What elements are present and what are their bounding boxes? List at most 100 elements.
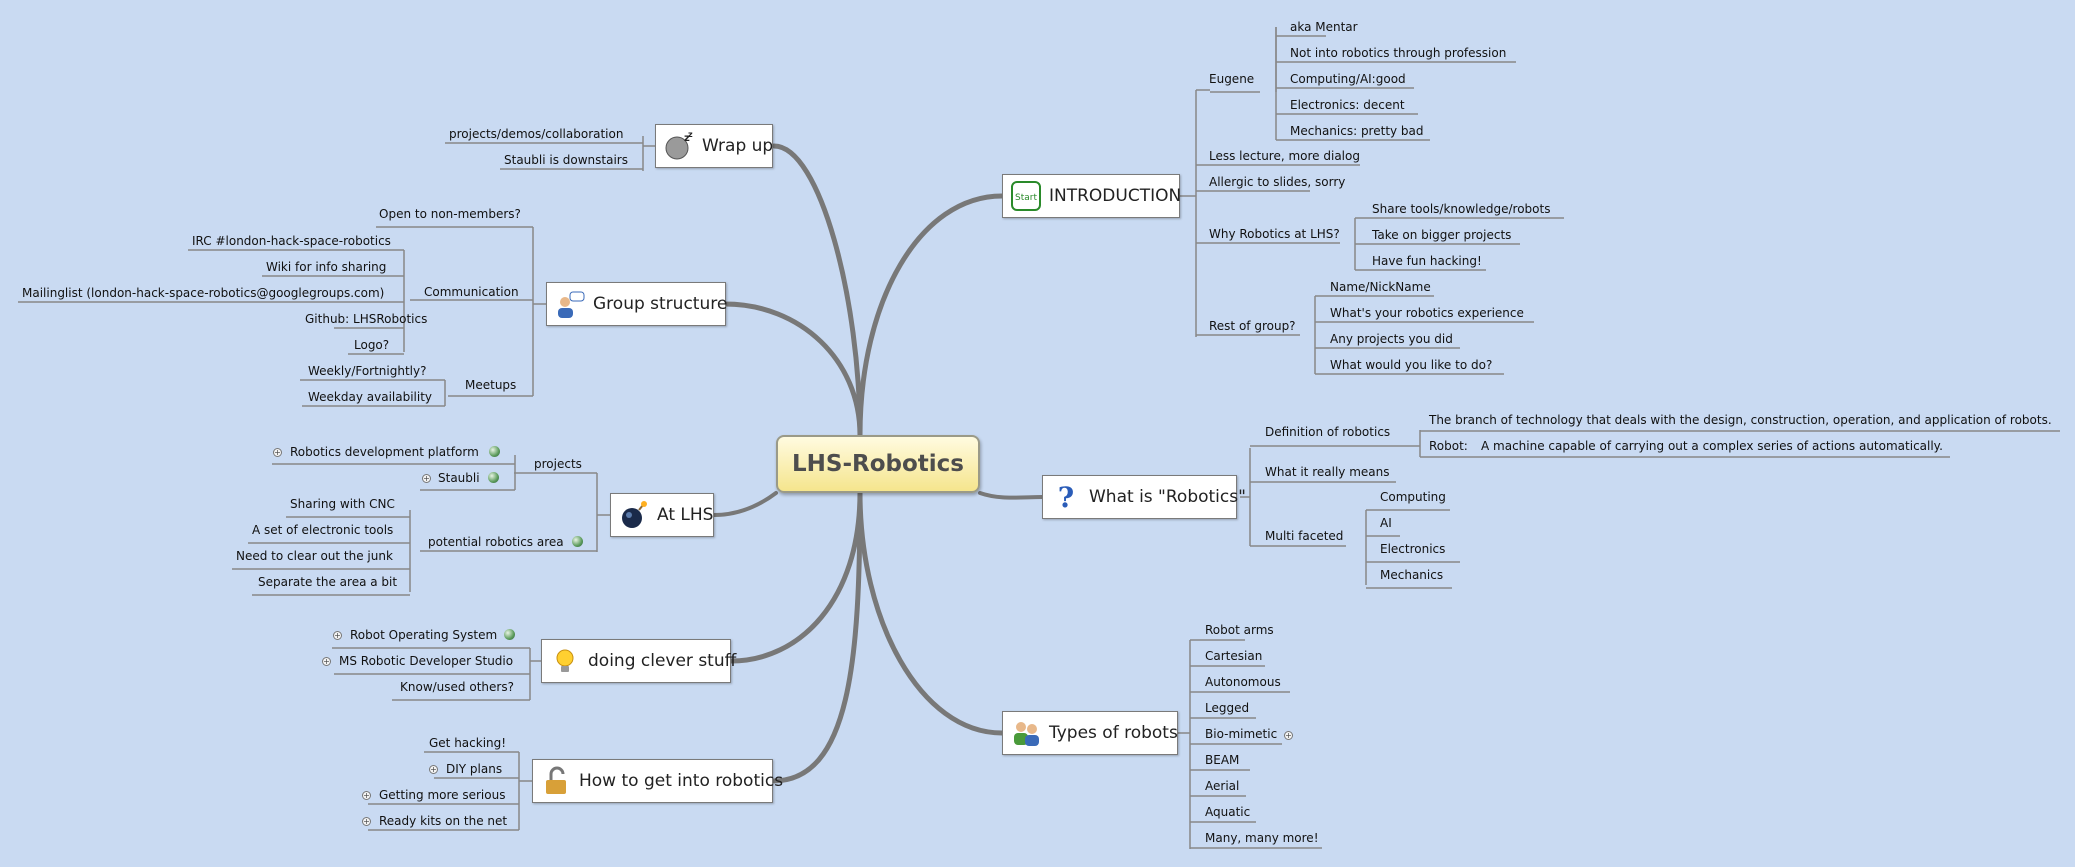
rest-item[interactable]: What's your robotics experience xyxy=(1330,306,1524,320)
potential-item[interactable]: A set of electronic tools xyxy=(252,523,394,537)
expand-icon[interactable]: + xyxy=(322,657,331,666)
rest-item[interactable]: What would you like to do? xyxy=(1330,358,1493,372)
definition-label[interactable]: Definition of robotics xyxy=(1265,425,1391,439)
topic-at-lhs[interactable]: At LHS xyxy=(610,493,714,537)
multi-item[interactable]: AI xyxy=(1380,516,1392,530)
topic-introduction-label: INTRODUCTION xyxy=(1049,186,1182,206)
wrapup-item[interactable]: Staubli is downstairs xyxy=(504,153,628,167)
topic-group-structure-label: Group structure xyxy=(593,294,728,314)
topic-types-of-robots-label: Types of robots xyxy=(1049,723,1178,743)
types-item[interactable]: BEAM xyxy=(1205,753,1240,767)
why-item[interactable]: Have fun hacking! xyxy=(1372,254,1482,268)
howto-item[interactable]: Ready kits on the net xyxy=(379,814,508,828)
types-item[interactable]: Many, many more! xyxy=(1205,831,1319,845)
intro-item[interactable]: Allergic to slides, sorry xyxy=(1209,175,1346,189)
types-item[interactable]: Legged xyxy=(1205,701,1250,715)
globe-icon[interactable] xyxy=(572,536,583,547)
sleeping-face-icon: z z xyxy=(665,131,693,160)
why-item[interactable]: Share tools/knowledge/robots xyxy=(1372,202,1551,216)
expand-icon[interactable]: + xyxy=(362,791,371,800)
eugene-item[interactable]: Mechanics: pretty bad xyxy=(1290,124,1424,138)
potential-item[interactable]: Separate the area a bit xyxy=(258,575,398,589)
types-item[interactable]: Aerial xyxy=(1205,779,1240,793)
howto-item[interactable]: DIY plans xyxy=(446,762,503,776)
lightbulb-icon xyxy=(556,649,574,672)
multi-item[interactable]: Computing xyxy=(1380,490,1446,504)
why-item[interactable]: Take on bigger projects xyxy=(1372,228,1512,242)
types-item[interactable]: Bio-mimetic xyxy=(1205,727,1278,741)
howto-item[interactable]: Getting more serious xyxy=(379,788,506,802)
communication-item[interactable]: IRC #london-hack-space-robotics xyxy=(192,234,391,248)
communication-item[interactable]: Wiki for info sharing xyxy=(266,260,387,274)
topic-doing-clever-stuff-label: doing clever stuff xyxy=(588,651,737,671)
globe-icon[interactable] xyxy=(488,472,499,483)
clever-item[interactable]: MS Robotic Developer Studio xyxy=(339,654,514,668)
topic-group-structure[interactable]: Group structure xyxy=(546,282,728,326)
expand-icon[interactable]: + xyxy=(273,448,282,457)
svg-text:z: z xyxy=(688,131,693,139)
communication-label[interactable]: Communication xyxy=(424,285,519,299)
eugene-item[interactable]: Electronics: decent xyxy=(1290,98,1405,112)
eugene-label[interactable]: Eugene xyxy=(1209,72,1255,86)
expand-icon[interactable]: + xyxy=(362,817,371,826)
projects-item[interactable]: Staubli xyxy=(438,471,480,485)
intro-item[interactable]: Less lecture, more dialog xyxy=(1209,149,1360,163)
potential-item[interactable]: Sharing with CNC xyxy=(290,497,395,511)
topic-doing-clever-stuff[interactable]: doing clever stuff xyxy=(541,639,736,683)
communication-item[interactable]: Github: LHSRobotics xyxy=(305,312,428,326)
multi-item[interactable]: Electronics xyxy=(1380,542,1446,556)
rest-item[interactable]: Name/NickName xyxy=(1330,280,1431,294)
types-item[interactable]: Cartesian xyxy=(1205,649,1263,663)
expand-icon[interactable]: + xyxy=(429,765,438,774)
communication-item[interactable]: Logo? xyxy=(354,338,390,352)
expand-icon[interactable]: + xyxy=(1284,731,1293,740)
why-label[interactable]: Why Robotics at LHS? xyxy=(1209,227,1340,241)
wrapup-item[interactable]: projects/demos/collaboration xyxy=(449,127,624,141)
projects-item[interactable]: Robotics development platform xyxy=(290,445,479,459)
central-topic[interactable]: LHS-Robotics xyxy=(776,435,980,493)
really-means-label[interactable]: What it really means xyxy=(1265,465,1390,479)
meetups-item[interactable]: Weekly/Fortnightly? xyxy=(308,364,427,378)
multi-faceted-label[interactable]: Multi faceted xyxy=(1265,529,1344,543)
bomb-icon xyxy=(622,501,647,528)
question-icon: ? xyxy=(1058,482,1074,512)
definition-item[interactable]: The branch of technology that deals with… xyxy=(1429,413,2052,427)
clever-item[interactable]: Robot Operating System xyxy=(350,628,498,642)
open-non-members[interactable]: Open to non-members? xyxy=(379,207,521,221)
topic-introduction[interactable]: Start INTRODUCTION xyxy=(1002,174,1182,218)
multi-item[interactable]: Mechanics xyxy=(1380,568,1444,582)
expand-icon[interactable]: + xyxy=(333,631,342,640)
globe-icon[interactable] xyxy=(489,446,500,457)
meetups-item[interactable]: Weekday availability xyxy=(308,390,433,404)
types-item[interactable]: Aquatic xyxy=(1205,805,1251,819)
clever-item[interactable]: Know/used others? xyxy=(400,680,514,694)
eugene-item[interactable]: Computing/AI:good xyxy=(1290,72,1406,86)
expand-icon[interactable]: + xyxy=(422,474,431,483)
topic-how-to-get-into-robotics[interactable]: How to get into robotics xyxy=(532,759,783,803)
rest-item[interactable]: Any projects you did xyxy=(1330,332,1453,346)
globe-icon[interactable] xyxy=(504,629,515,640)
meetups-label[interactable]: Meetups xyxy=(465,378,517,392)
eugene-item[interactable]: Not into robotics through profession xyxy=(1290,46,1507,60)
topic-what-is-robotics[interactable]: ? What is "Robotics" xyxy=(1042,475,1246,519)
definition-robot-value[interactable]: A machine capable of carrying out a comp… xyxy=(1481,439,1943,453)
definition-robot-key[interactable]: Robot: xyxy=(1429,439,1468,453)
projects-label[interactable]: projects xyxy=(534,457,582,471)
types-item[interactable]: Robot arms xyxy=(1205,623,1274,637)
rest-label[interactable]: Rest of group? xyxy=(1209,319,1296,333)
svg-text:Start: Start xyxy=(1015,193,1037,203)
potential-area-label[interactable]: potential robotics area xyxy=(428,535,564,549)
types-item[interactable]: Autonomous xyxy=(1205,675,1281,689)
potential-item[interactable]: Need to clear out the junk xyxy=(236,549,393,563)
communication-item[interactable]: Mailinglist (london-hack-space-robotics@… xyxy=(22,286,385,300)
eugene-item[interactable]: aka Mentar xyxy=(1290,20,1358,34)
topic-wrap-up[interactable]: z z Wrap up xyxy=(655,124,773,168)
howto-item[interactable]: Get hacking! xyxy=(429,736,507,750)
padlock-icon xyxy=(546,766,566,794)
topic-wrap-up-label: Wrap up xyxy=(702,136,774,156)
topic-types-of-robots[interactable]: Types of robots xyxy=(1002,711,1178,755)
start-icon: Start xyxy=(1011,181,1041,211)
topic-how-to-get-into-robotics-label: How to get into robotics xyxy=(579,771,784,791)
svg-text:z: z xyxy=(684,133,690,144)
